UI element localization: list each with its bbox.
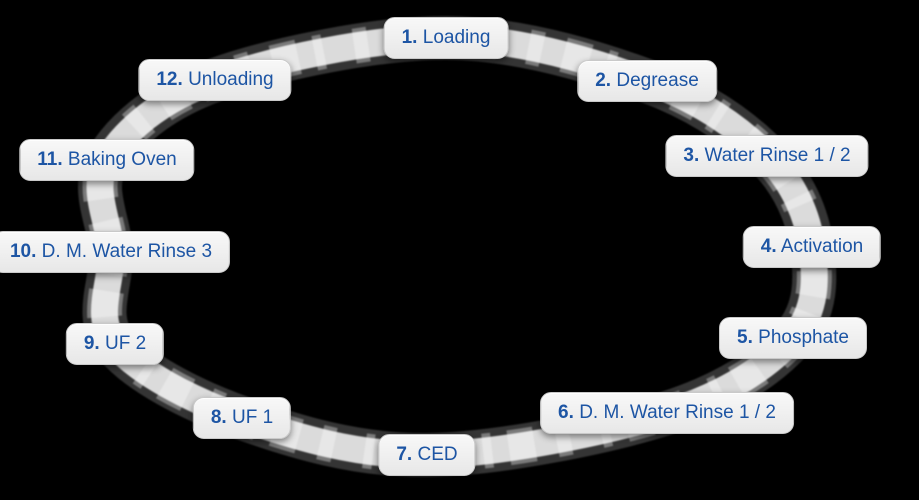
step-label: Activation [780,236,864,257]
step-label: UF 1 [231,407,274,428]
step-node-activation: 4. Activation [742,226,882,268]
step-node-uf-1: 8. UF 1 [192,397,292,439]
step-number: 9. [83,333,100,354]
step-number: 1. [401,27,418,48]
step-node-uf-2: 9. UF 2 [65,323,165,365]
step-label: UF 2 [104,333,147,354]
step-label: D. M. Water Rinse 1 / 2 [579,402,776,423]
step-label: Degrease [616,70,699,91]
step-number: 11. [37,149,63,170]
step-number: 3. [683,145,700,166]
step-number: 8. [210,407,227,428]
step-node-d-m-water-rinse-1-2: 6. D. M. Water Rinse 1 / 2 [540,392,794,434]
step-number: 10. [9,241,37,262]
step-number: 12. [156,69,183,90]
step-node-unloading: 12. Unloading [138,59,292,101]
step-node-phosphate: 5. Phosphate [719,317,867,359]
step-node-degrease: 2. Degrease [577,60,717,102]
step-number: 7. [396,444,413,465]
step-number: 2. [595,70,612,91]
step-number: 5. [737,327,753,348]
step-node-loading: 1. Loading [383,17,509,59]
step-node-water-rinse-1-2: 3. Water Rinse 1 / 2 [665,135,869,177]
step-label: Loading [422,27,491,48]
step-label: Phosphate [758,327,849,348]
step-number: 6. [558,402,574,423]
step-number: 4. [760,236,777,257]
step-label: Unloading [188,69,274,90]
step-label: Water Rinse 1 / 2 [704,145,851,166]
step-node-ced: 7. CED [378,434,476,476]
step-label: CED [417,444,458,465]
step-label: Baking Oven [67,149,177,170]
step-node-d-m-water-rinse-3: 10. D. M. Water Rinse 3 [0,231,231,273]
step-node-baking-oven: 11. Baking Oven [19,139,195,181]
step-label: D. M. Water Rinse 3 [41,241,213,262]
